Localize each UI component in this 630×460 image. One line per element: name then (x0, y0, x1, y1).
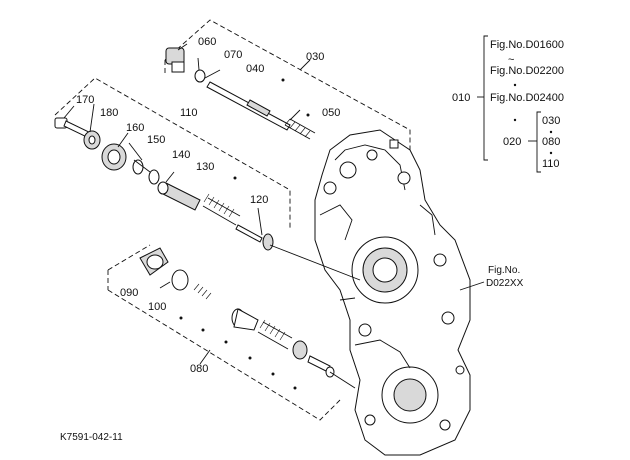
drawing-id: K7591-042-11 (60, 432, 123, 443)
part-100-oring (171, 269, 189, 291)
part-080-spring-a (193, 283, 212, 300)
label-020-110: 110 (542, 158, 560, 170)
part-090-plug (139, 247, 169, 276)
label-070: 070 (224, 49, 242, 61)
label-170: 170 (76, 94, 94, 106)
assembly-030 (164, 19, 411, 150)
fig-d02200: Fig.No.D02200 (490, 65, 564, 77)
label-110: 110 (180, 107, 198, 119)
label-180: 180 (100, 107, 118, 119)
label-020-080: 080 (542, 136, 560, 148)
label-050: 050 (322, 107, 340, 119)
part-180-nut (83, 130, 101, 150)
label-080: 080 (190, 363, 208, 375)
leader-lines (63, 43, 485, 389)
assembly-080 (107, 244, 341, 421)
part-080-piston (231, 308, 259, 331)
part-080-pin (307, 355, 335, 378)
part-130-spring (202, 193, 241, 226)
part-140-oring (148, 169, 160, 185)
ref-fig-label: Fig.No. (488, 265, 520, 276)
label-030: 030 (306, 51, 324, 63)
part-120-valve (235, 224, 274, 251)
label-020-030: 030 (542, 115, 560, 127)
part-080-spring-b (257, 319, 293, 350)
label-010: 010 (452, 92, 470, 104)
label-120: 120 (250, 194, 268, 206)
part-150-ring (132, 159, 144, 175)
assembly-110 (54, 77, 291, 251)
fig-tilde: ~ (508, 54, 514, 66)
part-130-spool (157, 181, 201, 211)
label-020: 020 (503, 136, 521, 148)
reference-block: 010 Fig.No.D01600 ~ Fig.No.D02200 Fig.No… (452, 35, 564, 173)
label-100: 100 (148, 301, 166, 313)
label-130: 130 (196, 161, 214, 173)
label-090: 090 (120, 287, 138, 299)
part-160-cap (101, 143, 127, 171)
label-040: 040 (246, 63, 264, 75)
part-040-shaft (206, 81, 291, 131)
transmission-housing (314, 129, 471, 456)
part-080-gear (292, 340, 308, 360)
part-050-spring (284, 118, 316, 140)
ref-fig-number: D022XX (486, 278, 524, 289)
label-060: 060 (198, 36, 216, 48)
part-070-oring (194, 69, 206, 83)
label-150: 150 (147, 134, 165, 146)
label-160: 160 (126, 122, 144, 134)
fig-d01600: Fig.No.D01600 (490, 39, 564, 51)
label-140: 140 (172, 149, 190, 161)
part-060-plug (165, 47, 185, 73)
fig-d02400: Fig.No.D02400 (490, 92, 564, 104)
